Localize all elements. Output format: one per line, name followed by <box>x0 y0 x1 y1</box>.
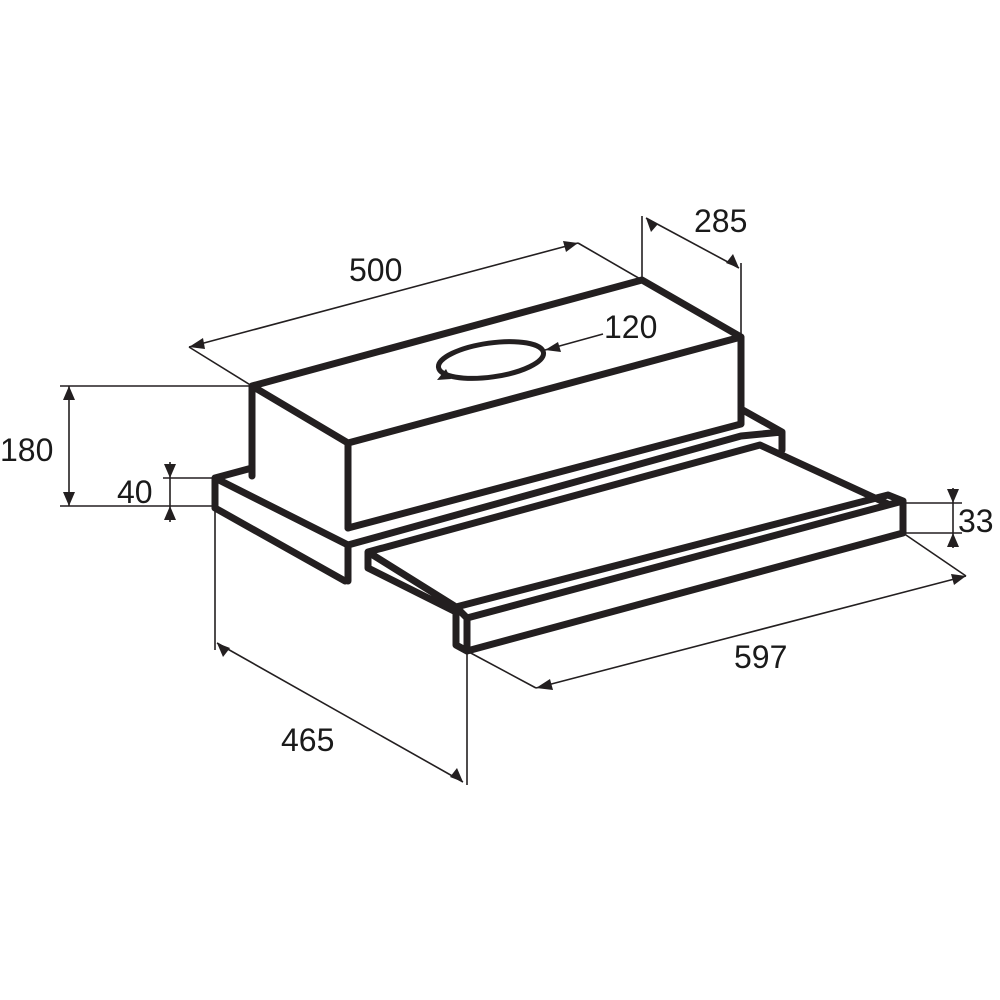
dim-label-front-width: 597 <box>734 639 787 675</box>
sliding-drawer <box>364 441 907 655</box>
dim-label-top-length: 500 <box>349 252 402 288</box>
base-frame <box>211 420 745 585</box>
appliance-outline <box>211 276 907 655</box>
dimension-lines <box>60 216 967 785</box>
dim-label-outlet-diameter: 120 <box>604 309 657 345</box>
dim-label-total-depth: 465 <box>281 722 334 758</box>
dim-label-front-panel-height: 33 <box>958 503 994 539</box>
dim-label-top-depth: 285 <box>694 203 747 239</box>
dim-label-total-height: 180 <box>0 432 53 468</box>
outlet-ellipse <box>435 339 547 381</box>
base-frame-right <box>344 405 786 549</box>
dim-label-base-height: 40 <box>117 474 153 510</box>
